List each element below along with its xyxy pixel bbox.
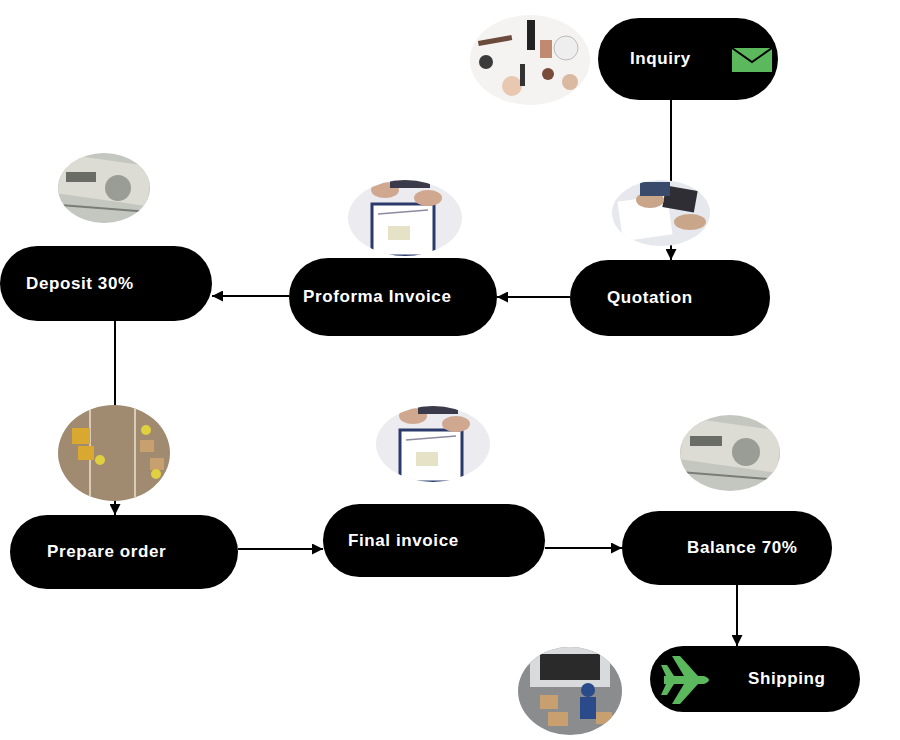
flow-arrow [238, 548, 323, 550]
process-box: Prepare order [10, 515, 238, 589]
flow-arrow [497, 296, 570, 298]
process-box: Proforma Invoice [289, 258, 497, 336]
process-box: Shipping [650, 646, 860, 712]
flow-arrow [545, 547, 622, 549]
process-box: Final invoice [323, 504, 545, 577]
process-box: Quotation [570, 260, 770, 336]
box-label: Inquiry [630, 49, 691, 69]
money-photo [680, 415, 783, 491]
box-label: Proforma Invoice [303, 287, 451, 307]
box-label: Balance 70% [687, 538, 798, 558]
delivery-photo [518, 647, 622, 735]
box-label: Prepare order [47, 542, 166, 562]
process-box: Balance 70% [622, 511, 832, 585]
flow-arrow [212, 295, 289, 297]
box-label: Shipping [748, 669, 826, 689]
process-box: Deposit 30% [0, 246, 212, 321]
airplane-icon [661, 656, 709, 704]
envelope-icon [732, 48, 772, 72]
warehouse-photo [58, 405, 170, 502]
box-label: Quotation [607, 288, 693, 308]
documents-photo [348, 180, 462, 256]
calculator-photo [612, 180, 712, 246]
process-box: Inquiry [598, 18, 778, 100]
box-label: Final invoice [348, 531, 459, 551]
cosmetics-photo [470, 15, 590, 105]
money-photo [58, 153, 153, 223]
flow-arrow [736, 585, 738, 646]
box-label: Deposit 30% [26, 274, 134, 294]
documents-photo [376, 406, 490, 482]
